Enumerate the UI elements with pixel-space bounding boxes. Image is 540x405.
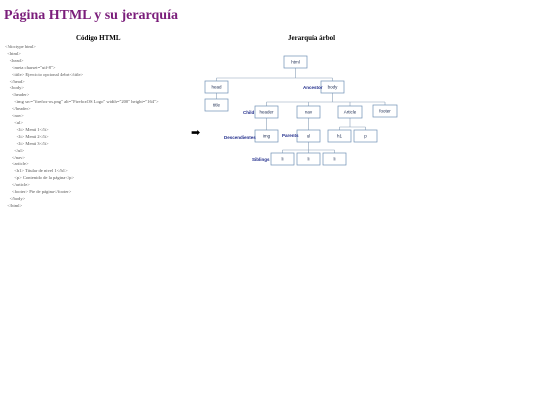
code-line: </ul> <box>5 147 25 153</box>
code-line: <article> <box>5 161 29 167</box>
tree-node-label: footer <box>379 109 391 114</box>
code-line: </nav> <box>5 154 25 160</box>
tree-node-li1: li <box>270 152 295 166</box>
tree-node-label: ul <box>307 134 311 139</box>
tree-node-label: li <box>282 157 284 162</box>
code-line: <meta charset="utf-8"> <box>5 64 56 70</box>
code-line: <head> <box>5 57 24 63</box>
tree-nodes: html head body title header nav Article footer i… <box>204 55 398 166</box>
code-line: <header> <box>5 92 30 98</box>
code-line: <li> Menú 1</li> <box>5 126 49 132</box>
tree-edges <box>216 68 386 153</box>
code-line: <p> Contenido de la página</p> <box>5 175 75 181</box>
relation-label-descendientes: Descendientes <box>224 135 256 140</box>
tree-node-article: Article <box>337 105 363 119</box>
tree-node-label: li <box>334 157 336 162</box>
tree-node-ul: ul <box>296 129 321 143</box>
code-line: <title> Ejercicio opcional 4ebrt</title> <box>5 71 84 77</box>
tree-node-p: p <box>353 129 378 143</box>
code-line: <li> Menú 3</li> <box>5 140 49 146</box>
relation-label-parents: Parents <box>282 133 299 138</box>
tree-node-label: Article <box>344 110 357 115</box>
arrow-right-icon: ➡ <box>191 127 201 139</box>
relation-label-child: Child <box>243 110 254 115</box>
tree-node-footer: footer <box>372 104 398 118</box>
relation-label-siblings: Siblings <box>252 157 270 162</box>
tree-node-label: body <box>328 85 339 90</box>
tree-node-title: title <box>204 98 229 112</box>
tree-node-label: h1 <box>337 134 343 139</box>
code-line: </head> <box>5 78 25 84</box>
tree-node-li2: li <box>296 152 321 166</box>
tree-node-nav: nav <box>296 105 321 119</box>
tree-node-header: header <box>254 105 279 119</box>
tree-node-label: li <box>308 157 310 162</box>
code-line: </body> <box>5 195 26 201</box>
code-line: <li> Menú 2</li> <box>5 133 49 139</box>
tree-node-label: header <box>259 110 274 115</box>
relation-label-ancestor: Ancestor <box>303 85 323 90</box>
html-code-listing: <!doctype html> <html> <head> <meta char… <box>5 44 159 210</box>
tree-node-label: html <box>291 60 300 65</box>
tree-node-img: img <box>254 129 279 143</box>
code-line: <!doctype html> <box>5 44 36 49</box>
code-line: <img src="firefox-os.png" alt="FirefoxOS… <box>5 99 159 105</box>
tree-node-label: title <box>213 103 221 108</box>
code-line: </header> <box>5 106 31 112</box>
code-line: <h1> Titular de nivel 1</h1> <box>5 168 68 174</box>
tree-node-head: head <box>204 80 229 94</box>
code-line: <footer> Pie de página</footer> <box>5 189 72 195</box>
tree-panel-title: Jerarquía árbol <box>288 34 336 42</box>
page-title: Página HTML y su jerarquía <box>4 8 178 23</box>
tree-node-li3: li <box>322 152 347 166</box>
tree-node-label: head <box>211 85 222 90</box>
code-line: </html> <box>5 202 23 208</box>
tree-node-html: html <box>283 55 308 69</box>
tree-node-label: nav <box>305 110 313 115</box>
code-line: <nav> <box>5 113 24 119</box>
code-line: <ul> <box>5 119 23 125</box>
tree-node-h1: h1 <box>327 129 352 143</box>
tree-node-body: body <box>320 80 345 94</box>
code-panel-title: Código HTML <box>76 34 121 42</box>
tree-node-label: p <box>364 134 367 139</box>
code-line: <html> <box>5 50 21 56</box>
code-line: <body> <box>5 85 24 91</box>
code-line: </article> <box>5 182 30 188</box>
tree-node-label: img <box>263 134 271 139</box>
